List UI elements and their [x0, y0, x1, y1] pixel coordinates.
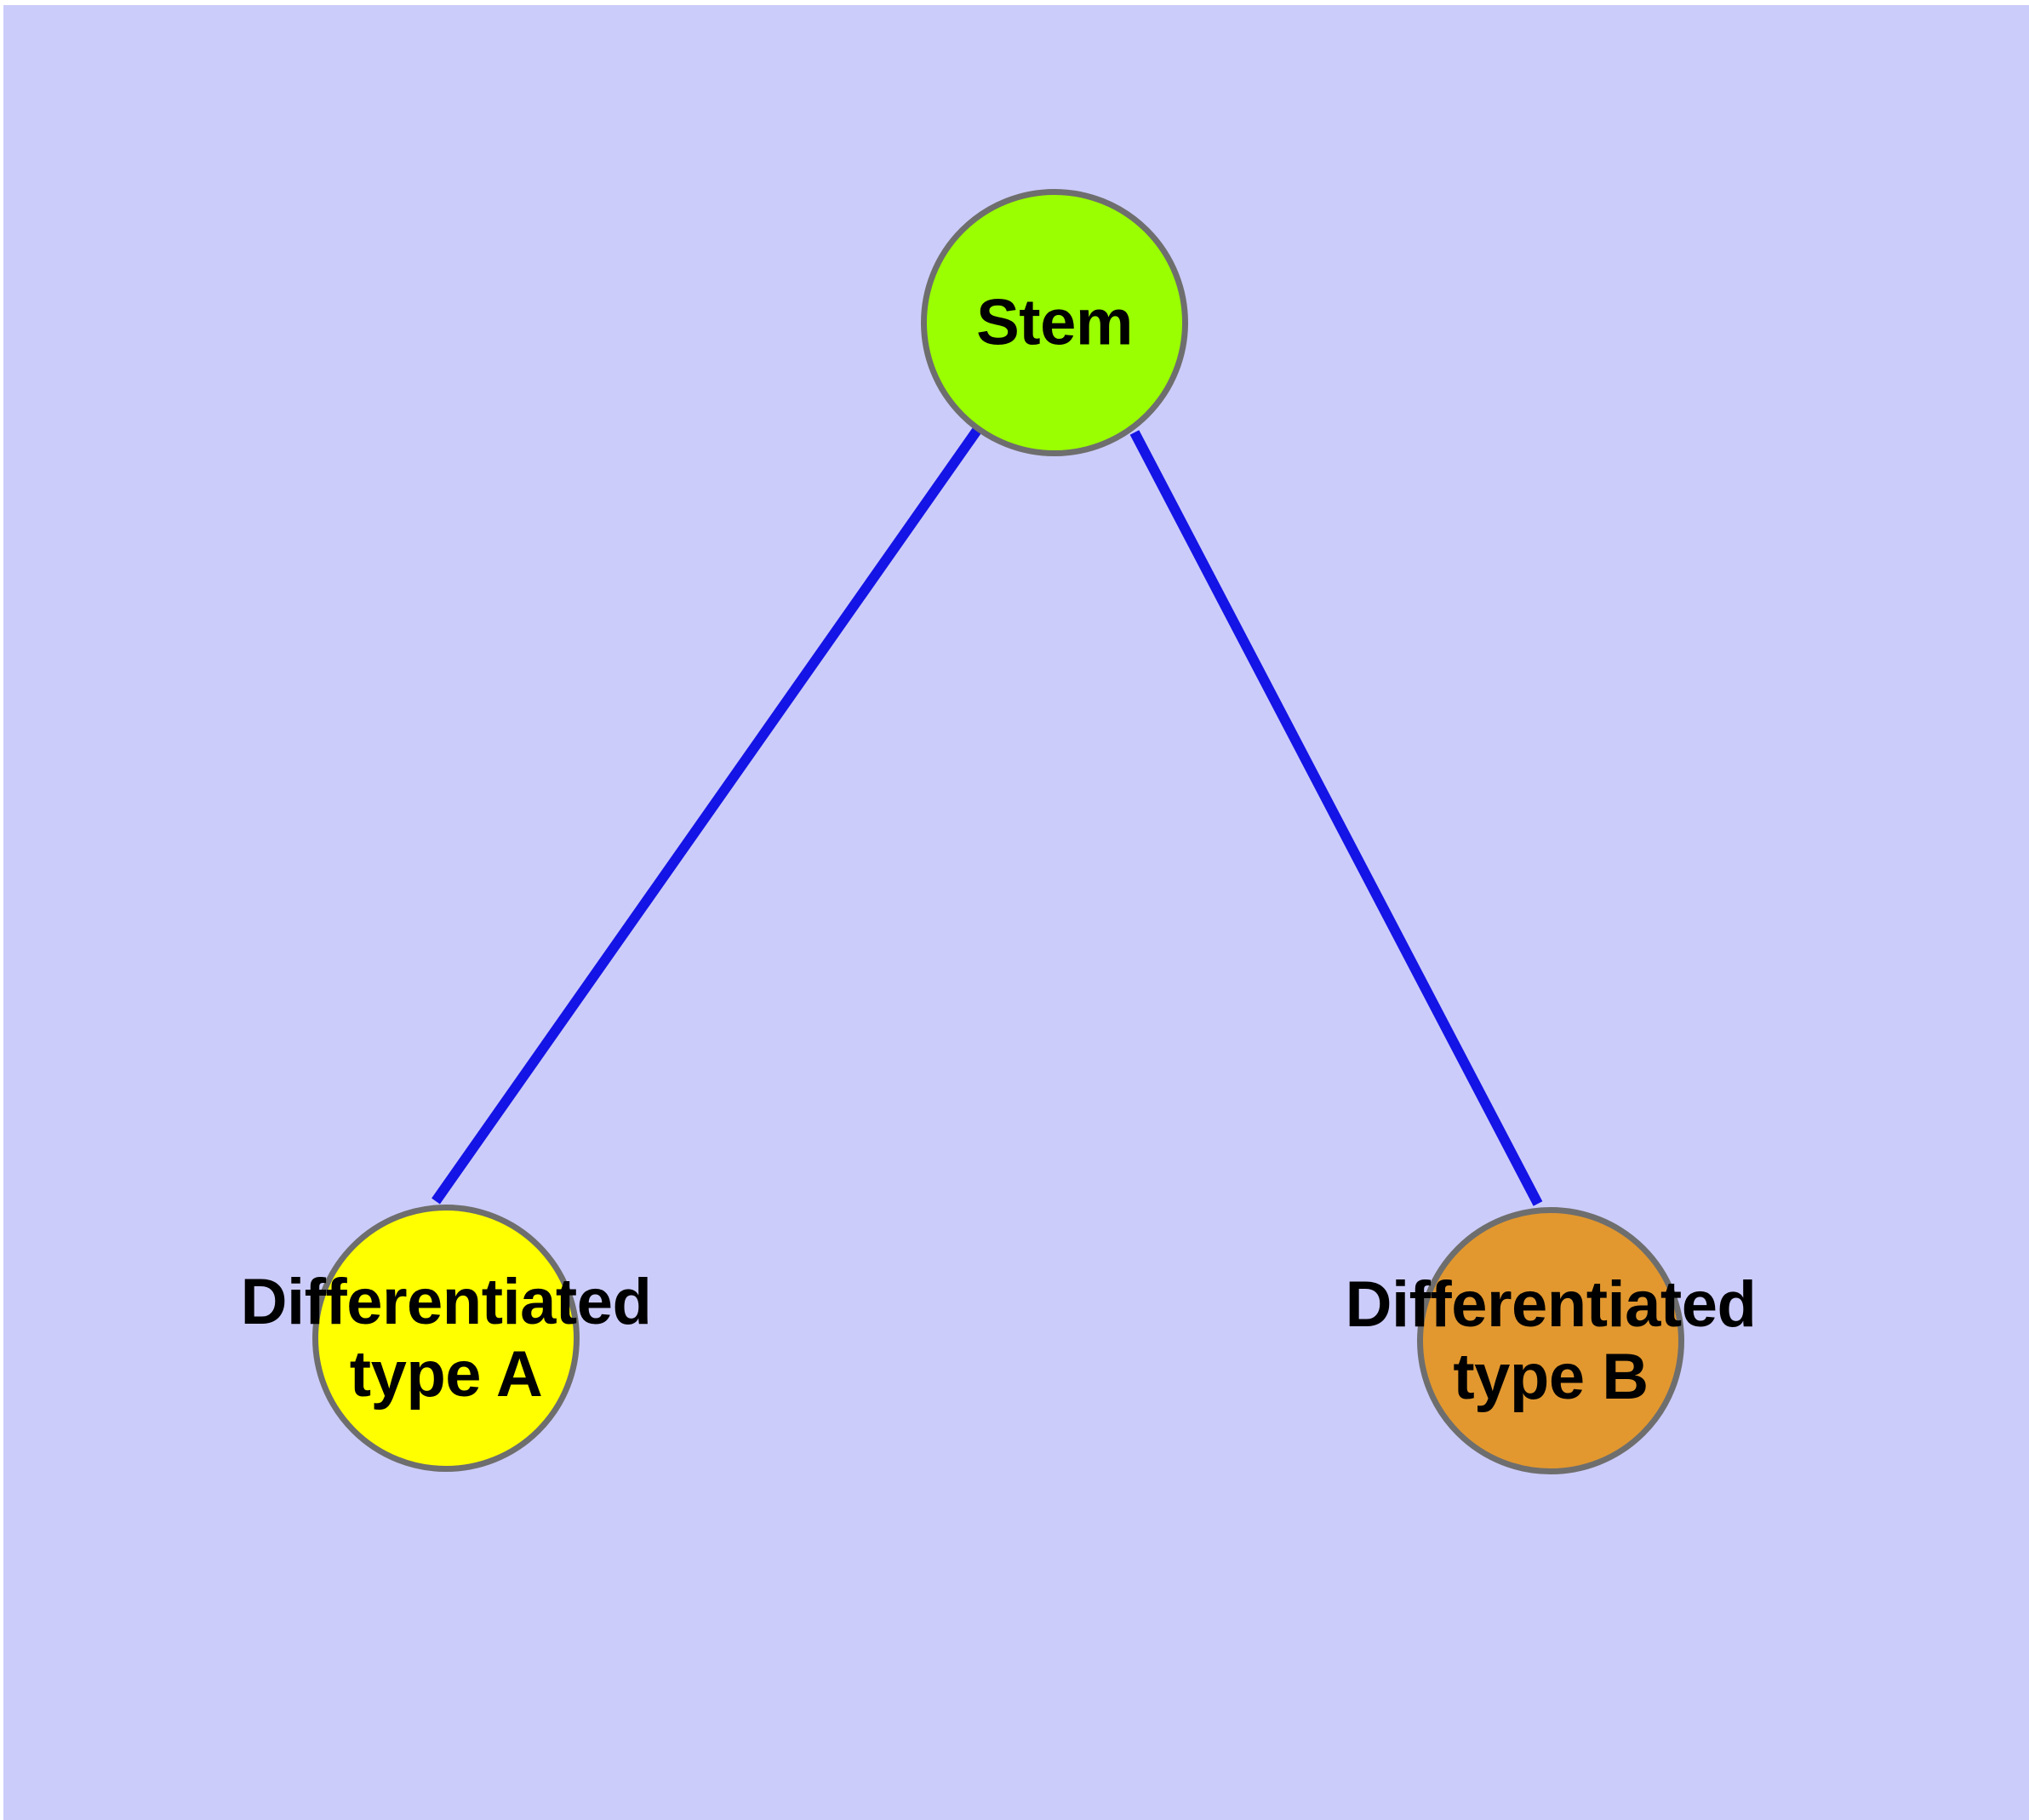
node-differentiated-type-a[interactable]: Differentiated type A — [241, 1205, 652, 1472]
node-stem[interactable]: Stem — [921, 189, 1188, 456]
edge-stem-to-type-a[interactable] — [432, 426, 982, 1205]
diagram-canvas: Stem Differentiated type A Differentiate… — [3, 5, 2029, 1820]
edge-layer — [432, 426, 1543, 1206]
node-differentiated-type-a-label: Differentiated type A — [240, 1265, 652, 1411]
edge-stem-to-type-b[interactable] — [1129, 430, 1543, 1206]
node-layer: Stem Differentiated type A Differentiate… — [3, 5, 2029, 1820]
node-stem-label: Stem — [976, 286, 1133, 359]
node-differentiated-type-b-label: Differentiated type B — [1345, 1268, 1757, 1413]
node-differentiated-type-b[interactable]: Differentiated type B — [1346, 1207, 1757, 1474]
